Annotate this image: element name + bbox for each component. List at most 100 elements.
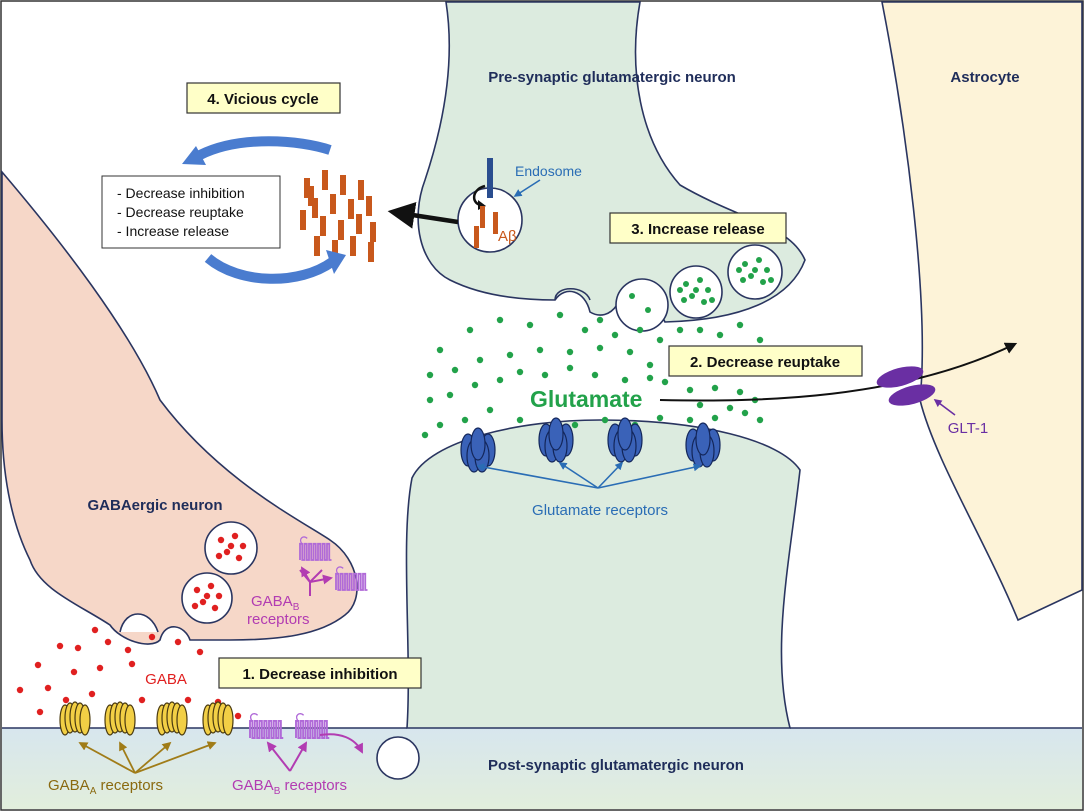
gaba-dot	[70, 668, 78, 676]
glutamate-dot	[740, 277, 746, 283]
cycle-list-box	[101, 175, 281, 249]
glutamate-dot	[748, 273, 754, 279]
endosome-label: Endosome	[515, 163, 582, 179]
step-3-label: 3. Increase release	[631, 221, 764, 238]
glutamate-dot	[768, 277, 774, 283]
glutamate-dot	[705, 287, 711, 293]
gaba-dot	[56, 642, 64, 650]
glutamate-dot	[689, 293, 695, 299]
glutamate-dot	[645, 307, 651, 313]
glutamate-dot	[756, 257, 762, 263]
gaba-dot	[227, 542, 235, 550]
glutamate-dot	[764, 267, 770, 273]
gaba-dot	[16, 686, 24, 694]
abeta-fibril	[370, 222, 376, 242]
abeta-label: Aβ	[498, 228, 517, 245]
gabaa-receptors-label: GABAA receptors	[48, 777, 163, 797]
receptor-icon	[202, 701, 234, 736]
glutamate-dot	[506, 351, 514, 359]
receptor-icon	[59, 701, 91, 736]
gabab-receptors-top-label: GABAB	[251, 593, 300, 613]
step-4-box	[186, 82, 341, 114]
abeta-fibril	[366, 196, 372, 216]
glutamate-dot	[611, 331, 619, 339]
glutamate-dot	[741, 409, 749, 417]
abeta-fibril	[308, 186, 314, 206]
glutamate-dot	[626, 348, 634, 356]
abeta-fibril	[322, 170, 328, 190]
glutamate-dot	[676, 326, 684, 334]
glutamate-dot	[760, 279, 766, 285]
glutamate-dot	[629, 293, 635, 299]
gaba-dot	[231, 532, 239, 540]
astrocyte-label: Astrocyte	[950, 69, 1019, 86]
gabab-receptors-bottom-label: GABAB receptors	[232, 777, 347, 797]
glutamate-dot	[756, 336, 764, 344]
glutamate-dot	[466, 326, 474, 334]
glutamate-dot	[636, 326, 644, 334]
gabaa-receptors-group	[59, 701, 234, 736]
glutamate-dot	[566, 348, 574, 356]
gaba-dot	[148, 633, 156, 641]
glutamate-dot	[756, 416, 764, 424]
gabab-receptors-presynaptic	[299, 536, 368, 591]
gaba-dot	[196, 648, 204, 656]
abeta-fibril	[348, 199, 354, 219]
glutamate-dot	[656, 336, 664, 344]
gaba-dot	[234, 712, 242, 720]
glutamate-dot	[426, 396, 434, 404]
postsynaptic-spine	[405, 419, 801, 729]
receptor-icon	[104, 701, 136, 736]
abeta-fibril	[358, 180, 364, 200]
gaba-dot	[199, 598, 207, 606]
gaba-dot	[44, 684, 52, 692]
gaba-dot	[91, 626, 99, 634]
receptor-icon	[607, 417, 643, 463]
gaba-dot	[223, 548, 231, 556]
abeta-fibril	[338, 220, 344, 240]
step-1-label: 1. Decrease inhibition	[242, 666, 397, 683]
glutamate-dot	[596, 316, 604, 324]
glutamate-dot	[646, 374, 654, 382]
glutamate-dot	[696, 326, 704, 334]
abeta-fibril	[304, 178, 310, 198]
glutamate-receptors-group	[460, 417, 721, 473]
step-2-label: 2. Decrease reuptake	[690, 354, 840, 371]
gaba-dot	[193, 586, 201, 594]
vesicle-glutamate-dots	[629, 257, 774, 313]
postsynaptic-band	[2, 728, 1082, 809]
gaba-dot	[239, 542, 247, 550]
gaba-dot	[88, 690, 96, 698]
glutamate-dot	[677, 287, 683, 293]
cycle-list-item: - Increase release	[117, 223, 229, 239]
glutamate-dot	[601, 416, 609, 424]
gabaergic-label: GABAergic neuron	[87, 497, 222, 514]
step-3-box	[609, 212, 787, 244]
gaba-dot	[235, 554, 243, 562]
glutamate-dot	[697, 277, 703, 283]
glutamate-dot	[516, 368, 524, 376]
cycle-list-item: - Decrease reuptake	[117, 204, 244, 220]
gaba-dot	[215, 552, 223, 560]
gaba-dot	[34, 661, 42, 669]
glutamate-dot	[471, 381, 479, 389]
abeta-fibril	[300, 210, 306, 230]
glutamate-dot	[696, 401, 704, 409]
abeta-fibril	[330, 194, 336, 214]
glutamate-dot	[516, 416, 524, 424]
glutamate-dot	[656, 414, 664, 422]
endocytic-vesicle	[376, 736, 420, 780]
gaba-dot	[217, 536, 225, 544]
step-1-box	[218, 657, 422, 689]
gaba-dot	[211, 604, 219, 612]
cycle-arrow-icon	[204, 254, 335, 284]
gaba-dot	[138, 696, 146, 704]
gaba-dot	[184, 696, 192, 704]
abeta-fibril	[332, 240, 338, 260]
receptor-icon	[460, 427, 496, 473]
gaba-dot	[128, 660, 136, 668]
receptor-icon	[156, 701, 188, 736]
receptor-icon	[299, 536, 332, 561]
step-4-label: 4. Vicious cycle	[207, 91, 318, 108]
